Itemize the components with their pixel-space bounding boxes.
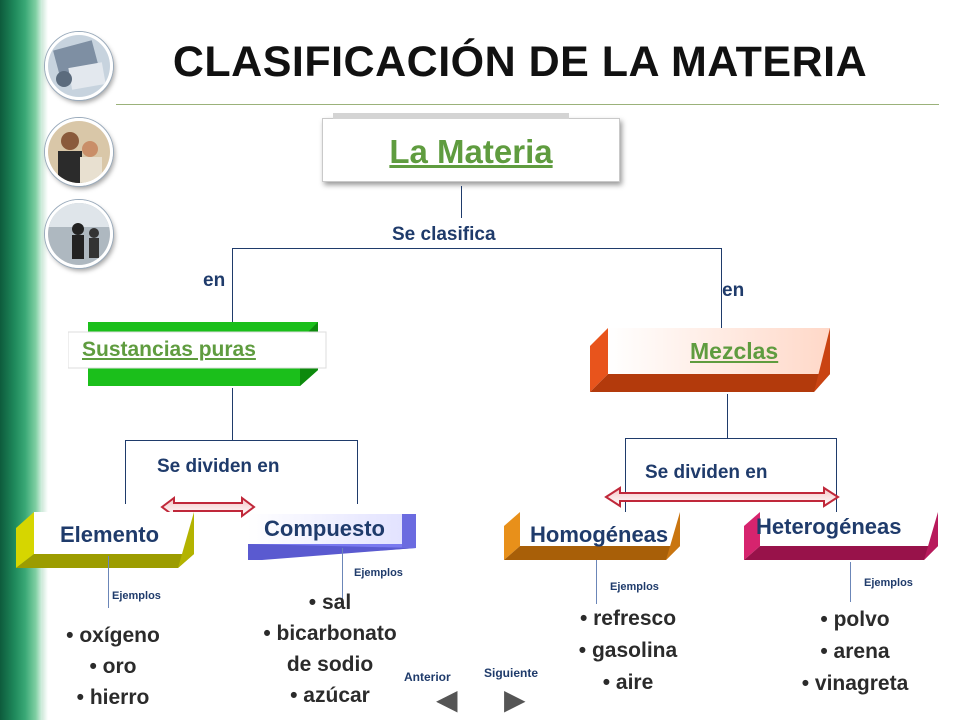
list-item: de sodio xyxy=(286,653,374,676)
left-sub-horizontal xyxy=(125,440,358,441)
sustancias-puras-link[interactable]: Sustancias puras xyxy=(82,338,256,361)
heterogeneas-ejemplos-label: Ejemplos xyxy=(864,577,913,589)
homogeneas-example-connector xyxy=(596,560,597,604)
sidebar-decoration xyxy=(0,0,48,720)
list-item: • vinagreta xyxy=(801,672,909,695)
list-item: • hierro xyxy=(76,686,150,709)
list-item: • azúcar xyxy=(290,684,370,707)
branch-left-vertical xyxy=(232,248,233,326)
heterogeneas-box: Heterogéneas xyxy=(744,512,940,562)
branch-right-vertical xyxy=(721,248,722,328)
heterogeneas-example-connector xyxy=(850,562,851,602)
office-photo-1 xyxy=(45,32,113,100)
compuesto-example-connector xyxy=(342,548,343,604)
root-node-link[interactable]: La Materia xyxy=(389,133,553,170)
list-item: • bicarbonato xyxy=(263,622,397,645)
next-arrow-icon[interactable]: ▶ xyxy=(504,684,526,715)
list-item: • oro xyxy=(89,655,137,678)
sustancias-connector xyxy=(232,388,233,440)
heterogeneas-label: Heterogéneas xyxy=(756,514,902,539)
list-item: • gasolina xyxy=(578,639,678,662)
title-divider xyxy=(116,104,939,105)
mezclas-connector xyxy=(727,394,728,438)
list-item: • arena xyxy=(820,640,890,663)
homogeneas-label: Homogéneas xyxy=(530,522,669,547)
sustancias-puras-box[interactable]: Sustancias puras xyxy=(68,320,328,388)
elemento-box: Elemento xyxy=(16,512,196,572)
elemento-example-connector xyxy=(108,556,109,608)
anterior-label: Anterior xyxy=(404,670,451,684)
elemento-examples: • oxígeno • oro • hierro xyxy=(38,620,188,713)
office-photo-3 xyxy=(45,200,113,268)
homogeneas-box: Homogéneas xyxy=(504,512,684,562)
list-item: • sal xyxy=(308,591,352,614)
compuesto-label: Compuesto xyxy=(264,516,385,541)
office-photo-2 xyxy=(45,118,113,186)
right-sub-horizontal xyxy=(625,438,837,439)
right-sub-left-vertical xyxy=(625,438,626,512)
en-right-label: en xyxy=(722,280,745,301)
list-item: • refresco xyxy=(579,607,677,630)
compuesto-ejemplos-label: Ejemplos xyxy=(354,567,403,579)
double-arrow-right xyxy=(604,486,840,508)
root-connector xyxy=(461,186,462,218)
mezclas-box[interactable]: Mezclas xyxy=(590,326,832,394)
siguiente-label: Siguiente xyxy=(484,666,539,680)
homogeneas-examples: • refresco • gasolina • aire xyxy=(548,603,708,699)
se-dividen-left-label: Se dividen en xyxy=(157,456,280,477)
en-left-label: en xyxy=(203,270,226,291)
heterogeneas-examples: • polvo • arena • vinagreta xyxy=(775,604,935,700)
list-item: • polvo xyxy=(820,608,890,631)
root-node-box[interactable]: La Materia xyxy=(322,113,620,182)
compuesto-box: Compuesto xyxy=(248,514,418,562)
se-clasifica-label: Se clasifica xyxy=(392,224,496,245)
right-sub-right-vertical xyxy=(836,438,837,512)
compuesto-examples: • sal • bicarbonato de sodio • azúcar xyxy=(240,587,420,711)
list-item: • oxígeno xyxy=(66,624,160,647)
left-sub-right-vertical xyxy=(357,440,358,504)
mezclas-link[interactable]: Mezclas xyxy=(690,338,779,364)
branch-horizontal xyxy=(232,248,722,249)
homogeneas-ejemplos-label: Ejemplos xyxy=(610,581,659,593)
elemento-ejemplos-label: Ejemplos xyxy=(112,590,161,602)
previous-arrow-icon[interactable]: ◀ xyxy=(436,684,458,715)
list-item: • aire xyxy=(602,671,654,694)
se-dividen-right-label: Se dividen en xyxy=(645,462,768,483)
left-sub-left-vertical xyxy=(125,440,126,504)
elemento-label: Elemento xyxy=(60,522,160,547)
page-title: CLASIFICACIÓN DE LA MATERIA xyxy=(172,38,868,86)
